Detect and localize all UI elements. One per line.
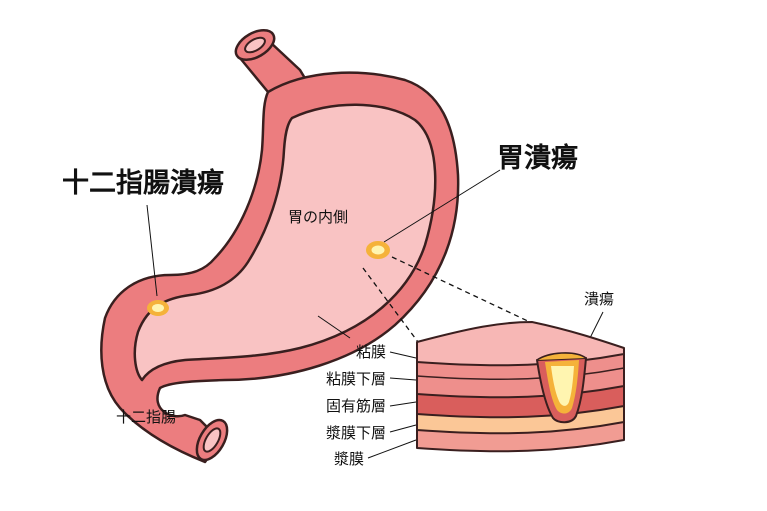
tissue-cross-section xyxy=(416,321,625,453)
layer-leader-4 xyxy=(389,424,417,433)
mucosa-leader xyxy=(317,315,351,339)
layer-label-serosa: 漿膜 xyxy=(334,450,364,468)
gastric-ulcer-leader xyxy=(383,169,501,243)
duodenal-ulcer-leader xyxy=(146,204,158,297)
ulcer-crater-core xyxy=(551,366,574,406)
layer-label-submucosa: 粘膜下層 xyxy=(326,370,386,388)
duodenal-ulcer-spot xyxy=(147,300,169,316)
gastric-ulcer-label: 胃潰瘍 xyxy=(497,142,578,174)
ulcer-label: 潰瘍 xyxy=(584,290,614,308)
layer-leader-3 xyxy=(389,401,417,407)
esophagus-lumen xyxy=(244,36,266,54)
layer-leader-2 xyxy=(389,377,417,381)
stomach-inner-wall xyxy=(133,103,437,382)
layer-label-muscularis: 固有筋層 xyxy=(326,397,386,415)
layer-leader-1 xyxy=(389,351,417,359)
duodenum-label: 十二指腸 xyxy=(116,408,176,426)
duodenum-lumen xyxy=(202,427,222,453)
layer-mucosa-top xyxy=(416,321,625,367)
duodenal-ulcer-label: 十二指腸潰瘍 xyxy=(62,167,224,199)
gastric-ulcer-spot xyxy=(366,241,390,259)
stomach-illustration xyxy=(100,28,460,464)
zoom-lines xyxy=(362,256,533,343)
layer-label-mucosa: 粘膜 xyxy=(356,343,386,361)
layer-leader-5 xyxy=(367,439,417,459)
stomach-inside-label: 胃の内側 xyxy=(288,208,348,226)
layer-label-subserosa: 漿膜下層 xyxy=(326,424,386,442)
